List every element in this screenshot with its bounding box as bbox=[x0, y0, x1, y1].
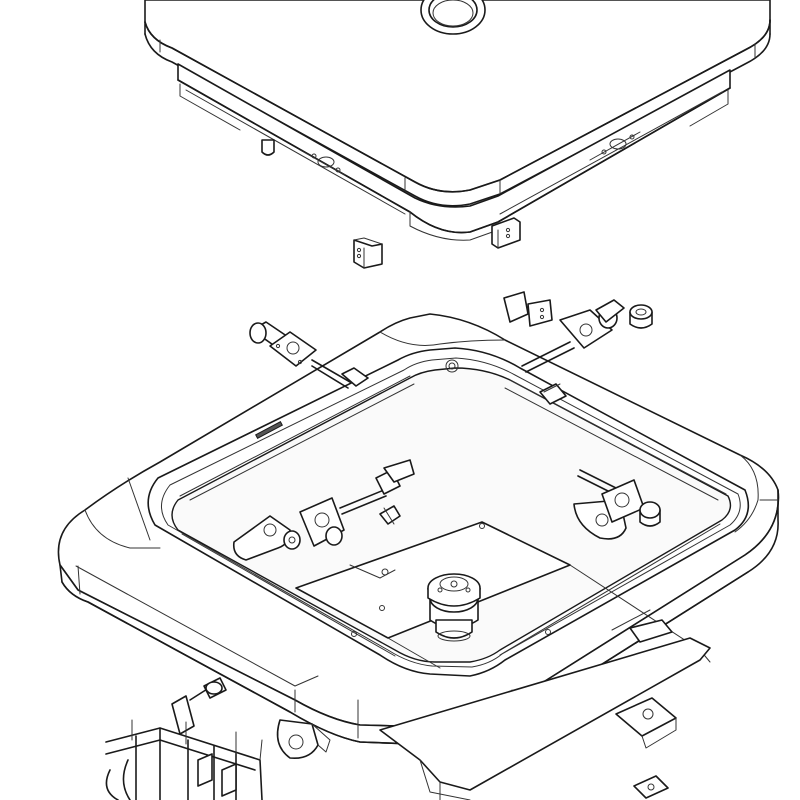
bottom-tray bbox=[379, 619, 711, 800]
bracket-front-left bbox=[276, 719, 331, 760]
latch-assembly bbox=[171, 677, 227, 735]
motor-unit bbox=[427, 573, 481, 642]
rail-connector bbox=[539, 383, 567, 405]
hinge-inner-right bbox=[573, 469, 661, 540]
hinge-shaft-upper-right bbox=[503, 291, 625, 373]
wire-rack bbox=[105, 719, 263, 800]
spacer-ring bbox=[629, 304, 653, 329]
clip-right bbox=[491, 217, 521, 249]
clip-left bbox=[353, 237, 383, 269]
main-frame bbox=[57, 313, 780, 747]
top-lid bbox=[144, 0, 771, 241]
hinge-inner-left bbox=[232, 459, 415, 561]
bracket-front-right bbox=[615, 697, 677, 799]
hinge-shaft-upper-left bbox=[249, 321, 369, 389]
